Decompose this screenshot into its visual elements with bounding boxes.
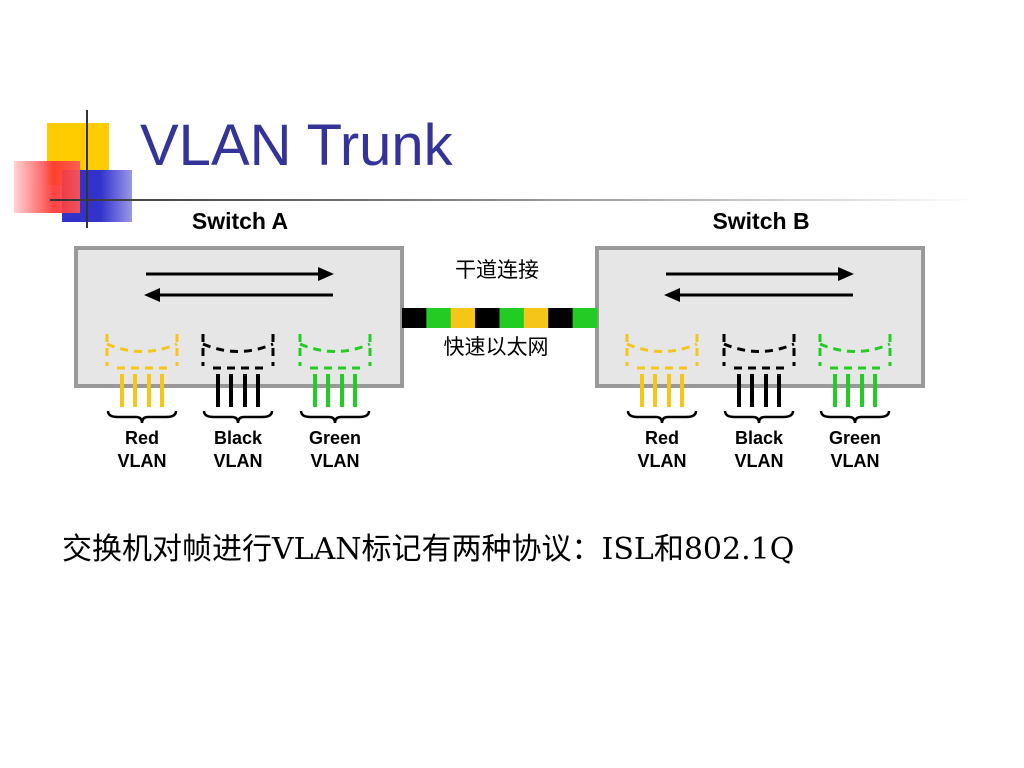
- vlan-suffix-label: VLAN: [311, 451, 360, 471]
- vlan-port-outline: [625, 334, 699, 370]
- vlan-port-outline: [298, 334, 372, 370]
- trunk-bottom-label: 快速以太网: [444, 335, 549, 359]
- trunk-segment: [548, 308, 574, 328]
- vlan-brace: [626, 410, 698, 424]
- vlan-brace: [299, 410, 371, 424]
- vlan-port-outline: [818, 334, 892, 370]
- slide-caption: 交换机对帧进行VLAN标记有两种协议：ISL和802.1Q: [62, 532, 795, 567]
- vlan-name-label: Red: [645, 428, 679, 448]
- vlan-name-label: Black: [214, 428, 263, 448]
- trunk-segment: [523, 308, 549, 328]
- trunk-segment: [426, 308, 452, 328]
- trunk-top-label: 干道连接: [455, 258, 539, 282]
- vlan-suffix-label: VLAN: [214, 451, 263, 471]
- vlan-suffix-label: VLAN: [831, 451, 880, 471]
- trunk-segment: [402, 308, 427, 328]
- switch-a-box: [74, 246, 404, 388]
- trunk-segment: [450, 308, 476, 328]
- trunk-segment: [499, 308, 525, 328]
- switch-a-arrowhead-left: [144, 288, 160, 302]
- vlan-brace: [819, 410, 891, 424]
- vlan-name-label: Green: [309, 428, 361, 448]
- vlan-name-label: Red: [125, 428, 159, 448]
- title-underline: [50, 199, 980, 201]
- vlan-brace: [202, 410, 274, 424]
- vlan-port-outline: [722, 334, 796, 370]
- vlan-name-label: Black: [735, 428, 784, 448]
- switch-b-arrowhead-right: [838, 267, 854, 281]
- vlan-suffix-label: VLAN: [638, 451, 687, 471]
- trunk-segment: [475, 308, 500, 328]
- trunk-segment: [572, 308, 598, 328]
- switch-a-label: Switch A: [192, 208, 288, 234]
- deco-vertical-line: [86, 110, 88, 228]
- switch-b-arrowhead-left: [664, 288, 680, 302]
- trunk-link: [402, 308, 598, 328]
- vlan-brace: [723, 410, 795, 424]
- vlan-brace: [106, 410, 178, 424]
- slide-title: VLAN Trunk: [140, 113, 453, 178]
- switch-b-label: Switch B: [712, 208, 809, 234]
- deco-red-square: [14, 161, 80, 213]
- vlan-port-outline: [201, 334, 275, 370]
- vlan-suffix-label: VLAN: [735, 451, 784, 471]
- switch-b-box: [595, 246, 925, 388]
- switch-a-arrowhead-right: [318, 267, 334, 281]
- vlan-port-outline: [105, 334, 179, 370]
- vlan-suffix-label: VLAN: [118, 451, 167, 471]
- vlan-name-label: Green: [829, 428, 881, 448]
